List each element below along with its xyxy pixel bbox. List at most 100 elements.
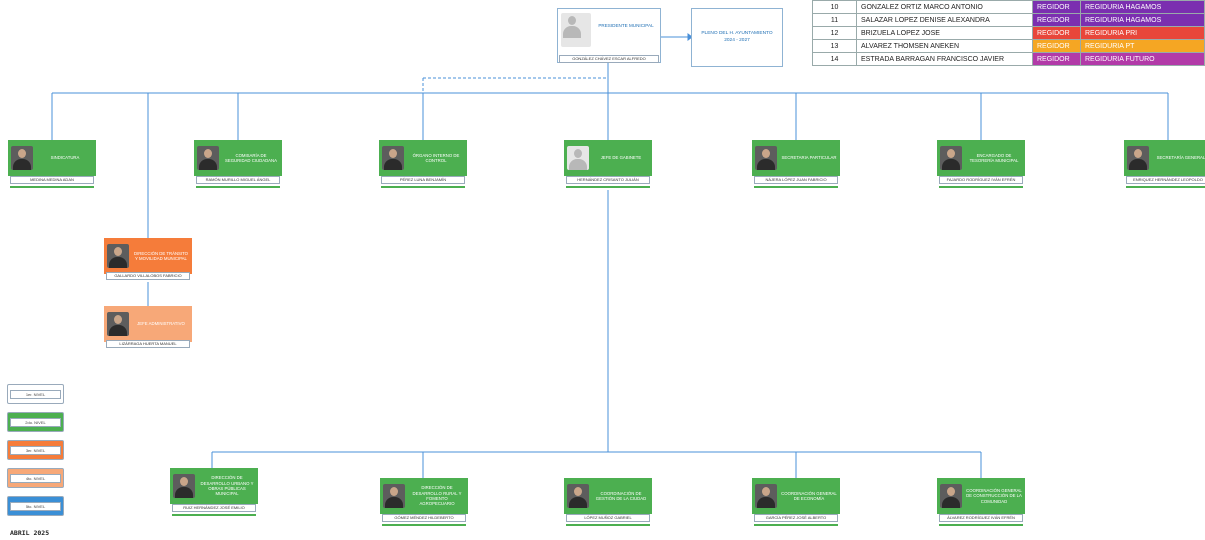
plan-node[interactable]: PLENO DEL H. AYUNTAMIENTO 2024 - 2027 xyxy=(691,8,783,67)
regidor-name: GONZALEZ ORTIZ MARCO ANTONIO xyxy=(856,0,1033,14)
node-underline xyxy=(939,186,1023,188)
regidor-role: REGIDOR xyxy=(1032,52,1081,66)
regidor-number: 12 xyxy=(812,26,857,40)
node-person-name: LÓPEZ MUÑOZ GABRIEL xyxy=(566,514,650,522)
node-person-name: LIZÁRRAGA HUERTA MANUEL xyxy=(106,340,190,348)
node-title: COORDINACIÓN DE GESTIÓN DE LA CIUDAD xyxy=(595,490,647,501)
admin-node[interactable]: JEFE ADMINISTRATIVO LIZÁRRAGA HUERTA MAN… xyxy=(104,306,192,350)
node-title: SECRETARIA PARTICULAR xyxy=(781,155,837,161)
org-node-level2[interactable]: COORDINACIÓN DE GESTIÓN DE LA CIUDAD LÓPE… xyxy=(564,478,652,528)
org-node-level2[interactable]: DIRECCIÓN DE DESARROLLO RURAL Y FOMENTO … xyxy=(380,478,468,528)
node-title: COORDINACIÓN GENERAL DE ECONOMÍA xyxy=(781,490,837,501)
org-node-level1[interactable]: ENCARGADO DE TESORERÍA MUNICIPAL FAJARDO … xyxy=(937,140,1025,190)
org-node-level2[interactable]: DIRECCIÓN DE DESARROLLO URBANO Y OBRAS P… xyxy=(170,468,258,518)
node-underline xyxy=(1126,186,1205,188)
org-node-level2[interactable]: COORDINACIÓN GENERAL DE ECONOMÍA GARCÍA P… xyxy=(752,478,840,528)
regidor-name: ESTRADA BARRAGAN FRANCISCO JAVIER xyxy=(856,52,1033,66)
node-person-name: ENRIQUEZ HERNÁNDEZ LEOPOLDO xyxy=(1126,176,1205,184)
avatar xyxy=(107,244,129,268)
node-underline xyxy=(10,186,94,188)
avatar xyxy=(173,474,195,498)
node-title: DIRECCIÓN DE DESARROLLO URBANO Y OBRAS P… xyxy=(200,475,254,497)
avatar xyxy=(567,146,589,170)
node-title: ÓRGANO INTERNO DE CONTROL xyxy=(412,152,460,163)
node-person-name: PÉREZ LUNA BENJAMÍN xyxy=(381,176,465,184)
plan-period: 2024 - 2027 xyxy=(724,37,750,43)
node-underline xyxy=(754,186,838,188)
plan-title: PLENO DEL H. AYUNTAMIENTO xyxy=(701,30,773,36)
avatar xyxy=(197,146,219,170)
avatar xyxy=(383,484,405,508)
node-title: ENCARGADO DE TESORERÍA MUNICIPAL xyxy=(969,152,1019,163)
avatar xyxy=(1127,146,1149,170)
regidor-name: ALVAREZ THOMSEN ANEKEN xyxy=(856,39,1033,53)
regidor-role: REGIDOR xyxy=(1032,13,1081,27)
org-node-level1[interactable]: ÓRGANO INTERNO DE CONTROL PÉREZ LUNA BENJ… xyxy=(379,140,467,190)
regidor-party: REGIDURIA PRI xyxy=(1080,26,1205,40)
node-underline xyxy=(381,186,465,188)
node-title: SECRETARÍA GENERAL xyxy=(1156,155,1205,161)
avatar xyxy=(11,146,33,170)
regidor-party: REGIDURIA HAGAMOS xyxy=(1080,0,1205,14)
regidor-party: REGIDURIA PT xyxy=(1080,39,1205,53)
node-title: COORDINACIÓN GENERAL DE CONSTRUCCIÓN DE … xyxy=(966,487,1022,504)
avatar xyxy=(755,484,777,508)
node-underline xyxy=(754,524,838,526)
avatar xyxy=(567,484,589,508)
node-person-name: GARCÍA PÉREZ JOSÉ ALBERTO xyxy=(754,514,838,522)
node-underline xyxy=(172,514,256,516)
node-person-name: HERNÁNDEZ CRISANTO JULIÁN xyxy=(566,176,650,184)
legend-label: 2do. NIVEL xyxy=(10,418,61,427)
transit-node[interactable]: DIRECCIÓN DE TRÁNSITO Y MOVILIDAD MUNICI… xyxy=(104,238,192,282)
node-person-name: FAJARDO RODRÍGUEZ IVÁN EFRÉN xyxy=(939,176,1023,184)
node-underline xyxy=(566,186,650,188)
org-node-level1[interactable]: SECRETARÍA GENERAL ENRIQUEZ HERNÁNDEZ LEO… xyxy=(1124,140,1205,190)
node-title: JEFE ADMINISTRATIVO xyxy=(137,321,185,327)
regidor-party: REGIDURIA FUTURO xyxy=(1080,52,1205,66)
chart-date: ABRIL 2025 xyxy=(10,529,50,537)
org-node-level1[interactable]: JEFE DE GABINETE HERNÁNDEZ CRISANTO JULIÁ… xyxy=(564,140,652,190)
node-title: PRESIDENTE MUNICIPAL xyxy=(598,23,654,28)
legend-label: 3er. NIVEL xyxy=(10,446,61,455)
avatar xyxy=(940,484,962,508)
org-node-level1[interactable]: SECRETARIA PARTICULAR NÁJERA LÓPEZ JUAN F… xyxy=(752,140,840,190)
regidor-role: REGIDOR xyxy=(1032,39,1081,53)
avatar xyxy=(561,13,591,47)
node-underline xyxy=(566,524,650,526)
node-person-name: RUIZ HERNÁNDEZ JOSÉ EMILIO xyxy=(172,504,256,512)
node-person-name: GALLARDO VILLALOBOS FABRICIO xyxy=(106,272,190,280)
avatar xyxy=(382,146,404,170)
node-title: COMISARÍA DE SEGURIDAD CIUDADANA xyxy=(224,152,278,163)
org-node-level2[interactable]: COORDINACIÓN GENERAL DE CONSTRUCCIÓN DE … xyxy=(937,478,1025,528)
node-person-name: MEDINA MEDINA ADAN xyxy=(10,176,94,184)
node-underline xyxy=(382,524,466,526)
president-node[interactable]: PRESIDENTE MUNICIPAL GONZÁLEZ CHÁVEZ ESC… xyxy=(557,8,661,63)
node-person-name: GONZÁLEZ CHÁVEZ ESCAR ALFREDO xyxy=(559,55,659,63)
regidor-number: 11 xyxy=(812,13,857,27)
node-title: DIRECCIÓN DE TRÁNSITO Y MOVILIDAD MUNICI… xyxy=(133,250,189,261)
regidor-number: 13 xyxy=(812,39,857,53)
regidor-party: REGIDURIA HAGAMOS xyxy=(1080,13,1205,27)
node-title: JEFE DE GABINETE xyxy=(600,155,642,161)
node-underline xyxy=(939,524,1023,526)
node-title: DIRECCIÓN DE DESARROLLO RURAL Y FOMENTO … xyxy=(412,485,462,507)
regidor-number: 10 xyxy=(812,0,857,14)
legend-label: 1er. NIVEL xyxy=(10,390,61,399)
node-person-name: ÁLVAREZ RODRÍGUEZ IVÁN EFRÉN xyxy=(939,514,1023,522)
org-node-level1[interactable]: SINDICATURA MEDINA MEDINA ADAN xyxy=(8,140,96,190)
node-person-name: NÁJERA LÓPEZ JUAN FABRICIO xyxy=(754,176,838,184)
avatar xyxy=(107,312,129,336)
regidor-role: REGIDOR xyxy=(1032,0,1081,14)
node-person-name: GÓMEZ MÉNDEZ HILDEBERTO xyxy=(382,514,466,522)
regidor-number: 14 xyxy=(812,52,857,66)
regidor-role: REGIDOR xyxy=(1032,26,1081,40)
legend-label: 4to. NIVEL xyxy=(10,474,61,483)
avatar xyxy=(755,146,777,170)
node-title: SINDICATURA xyxy=(50,155,80,161)
